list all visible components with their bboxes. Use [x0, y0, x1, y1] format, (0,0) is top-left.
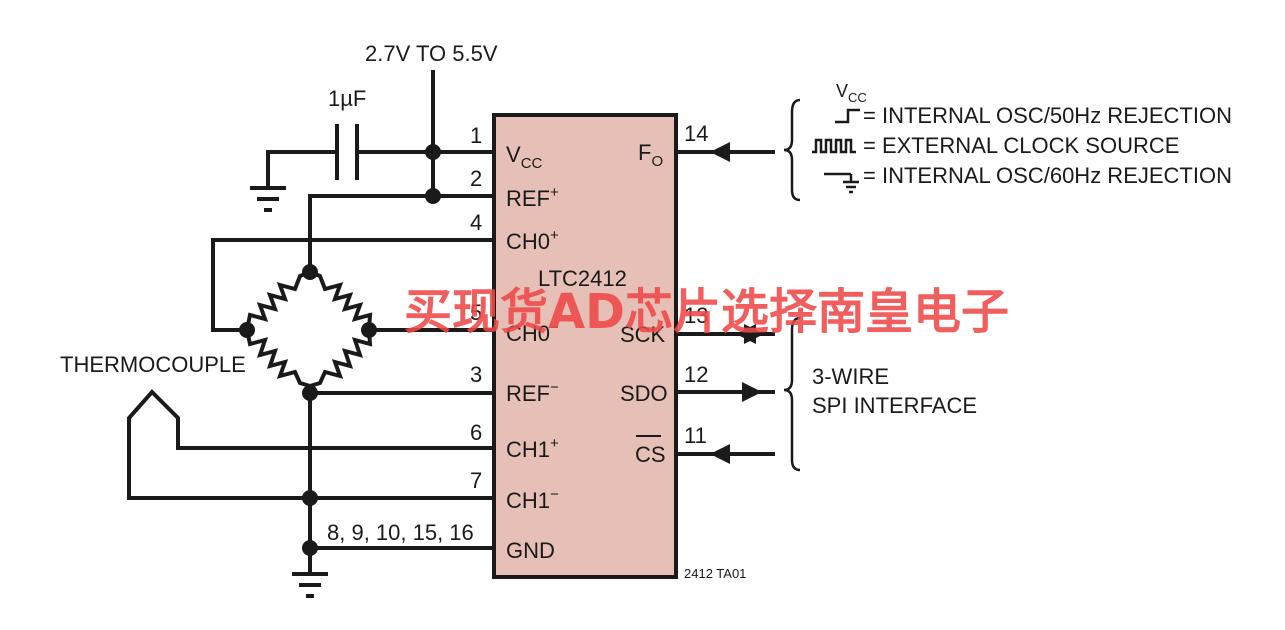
chip-name: LTC2412: [538, 266, 627, 291]
pin-number-7: 7: [470, 468, 482, 493]
fo-option-external: = EXTERNAL CLOCK SOURCE: [863, 133, 1179, 158]
pin-number-12: 12: [684, 362, 708, 387]
resistor-top-left: [245, 270, 311, 331]
watermark-text: 买现货AD芯片选择南皇电子: [404, 284, 1009, 340]
signal-ref-minus: REF−: [506, 379, 559, 406]
signal-ref-plus: REF+: [506, 184, 559, 211]
ground-symbol-main: [292, 572, 328, 598]
signal-ch0-plus: CH0+: [506, 227, 559, 254]
resistor-bottom-left: [245, 329, 311, 388]
figure-id: 2412 TA01: [684, 566, 746, 581]
signal-sck: SCK: [620, 322, 666, 347]
signal-gnd: GND: [506, 538, 555, 563]
signal-vcc: VCC: [506, 142, 543, 172]
pin-number-gnd: 8, 9, 10, 15, 16: [327, 520, 474, 545]
bridge-top-wire: [308, 194, 435, 274]
pin-number-11: 11: [684, 423, 707, 448]
resistor-bottom-right: [309, 329, 373, 388]
cs-arrow: [710, 444, 730, 464]
arrowheads: [710, 142, 764, 464]
pin-number-6: 6: [470, 420, 482, 445]
signal-ch1-minus: CH1−: [506, 486, 559, 513]
sck-arrow-right: [744, 324, 764, 344]
pin-number-14: 14: [684, 121, 708, 146]
pin-number-5: 5: [470, 300, 482, 325]
thermocouple-label: THERMOCOUPLE: [60, 352, 246, 377]
fo-option-50hz: = INTERNAL OSC/50Hz REJECTION: [863, 103, 1232, 128]
signal-sdo: SDO: [620, 381, 668, 406]
fo-options-brace: [783, 98, 801, 202]
fo-arrow: [710, 142, 730, 162]
capacitor-label: 1µF: [328, 86, 366, 111]
fo-symbols: [812, 108, 860, 194]
supply-voltage-label: 2.7V TO 5.5V: [365, 41, 498, 66]
pin-number-1: 1: [470, 123, 482, 148]
clock-wave-icon: [812, 138, 856, 154]
signal-fo: FO: [638, 140, 663, 170]
spi-label-line2: SPI INTERFACE: [812, 393, 977, 418]
capacitor-symbol: [335, 124, 359, 180]
ground-symbol-cap: [250, 186, 286, 212]
spi-brace: [783, 316, 801, 472]
resistor-bridge: [245, 270, 373, 388]
pin-number-13: 13: [684, 303, 708, 328]
thermocouple-wire: [127, 389, 496, 500]
junction-dots: [239, 144, 441, 556]
spi-label-line1: 3-WIRE: [812, 364, 889, 389]
fo-option-60hz: = INTERNAL OSC/60Hz REJECTION: [863, 163, 1232, 188]
pin-number-4: 4: [470, 210, 482, 235]
signal-ch1-plus: CH1+: [506, 435, 559, 462]
ch0-plus-wire: [211, 238, 496, 332]
signal-cs: CS: [635, 442, 666, 467]
pin-number-3: 3: [470, 362, 482, 387]
resistor-top-right: [309, 270, 373, 331]
pin-number-2: 2: [470, 166, 482, 191]
chip-body: [492, 113, 678, 579]
fo-vcc-label: VCC: [836, 81, 867, 105]
step-high-icon: [835, 108, 860, 124]
signal-ch0-minus: CH0−: [506, 319, 559, 346]
sdo-arrow: [742, 382, 762, 402]
